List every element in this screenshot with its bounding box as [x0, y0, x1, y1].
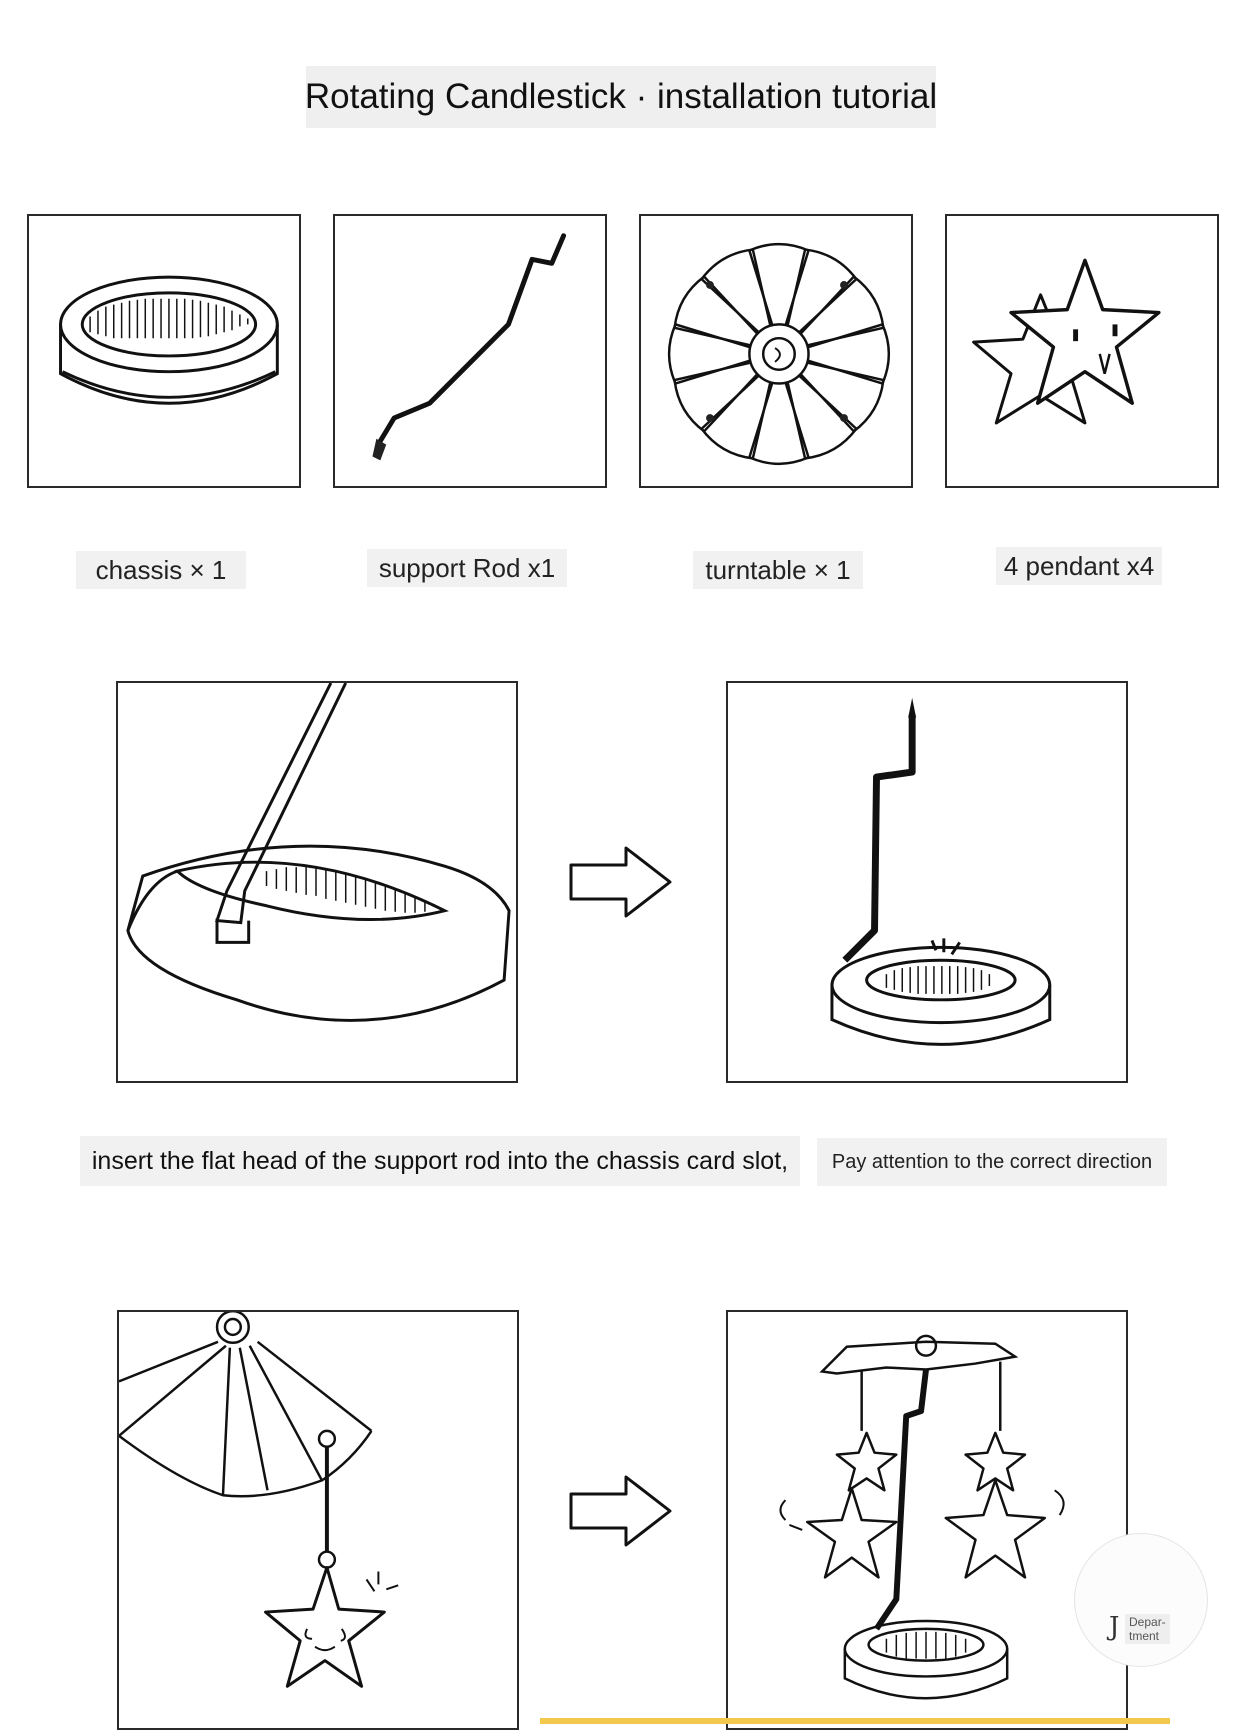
- step1-image-assembled-base: [726, 681, 1128, 1083]
- step2-image-completed: [726, 1310, 1128, 1730]
- turntable-fan-icon: [641, 216, 911, 486]
- part-image-turntable: [639, 214, 913, 488]
- store-badge: J Depar- tment: [1074, 1533, 1208, 1667]
- part-label-chassis: chassis × 1: [76, 551, 246, 589]
- support-rod-icon: [335, 216, 605, 486]
- part-label-turntable: turntable × 1: [693, 551, 863, 589]
- chassis-ring-icon: [29, 216, 299, 486]
- page-title: Rotating Candlestick · installation tuto…: [305, 77, 937, 117]
- title-banner: Rotating Candlestick · installation tuto…: [306, 66, 936, 128]
- assembled-base-illustration: [728, 683, 1126, 1081]
- step1-instruction: insert the flat head of the support rod …: [80, 1136, 800, 1186]
- star-pendant-icon: [947, 216, 1217, 486]
- arrow-right-icon: [568, 845, 674, 919]
- bottom-accent-bar: [540, 1718, 1170, 1724]
- step1-image-insert-rod: [116, 681, 518, 1083]
- part-image-support-rod: [333, 214, 607, 488]
- part-image-chassis: [27, 214, 301, 488]
- part-label-pendant: 4 pendant x4: [996, 547, 1162, 585]
- step1-note: Pay attention to the correct direction: [817, 1138, 1167, 1186]
- arrow-right-icon: [568, 1474, 674, 1548]
- step2-image-hang-pendant: [117, 1310, 519, 1730]
- badge-mark: J: [1109, 1612, 1119, 1642]
- part-image-pendant: [945, 214, 1219, 488]
- badge-label: Depar- tment: [1125, 1614, 1170, 1644]
- completed-candlestick-illustration: [728, 1312, 1126, 1728]
- rod-insertion-illustration: [118, 683, 516, 1081]
- part-label-support-rod: support Rod x1: [367, 549, 567, 587]
- hang-pendant-illustration: [119, 1312, 517, 1728]
